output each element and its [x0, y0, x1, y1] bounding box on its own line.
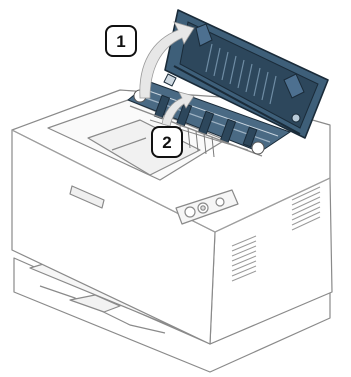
- status-led: [216, 198, 224, 206]
- callout-label-1: 1: [116, 32, 125, 51]
- power-button: [185, 207, 195, 217]
- callout-step-2: 2: [152, 127, 182, 157]
- callout-step-1: 1: [106, 26, 136, 56]
- callout-label-2: 2: [162, 133, 171, 152]
